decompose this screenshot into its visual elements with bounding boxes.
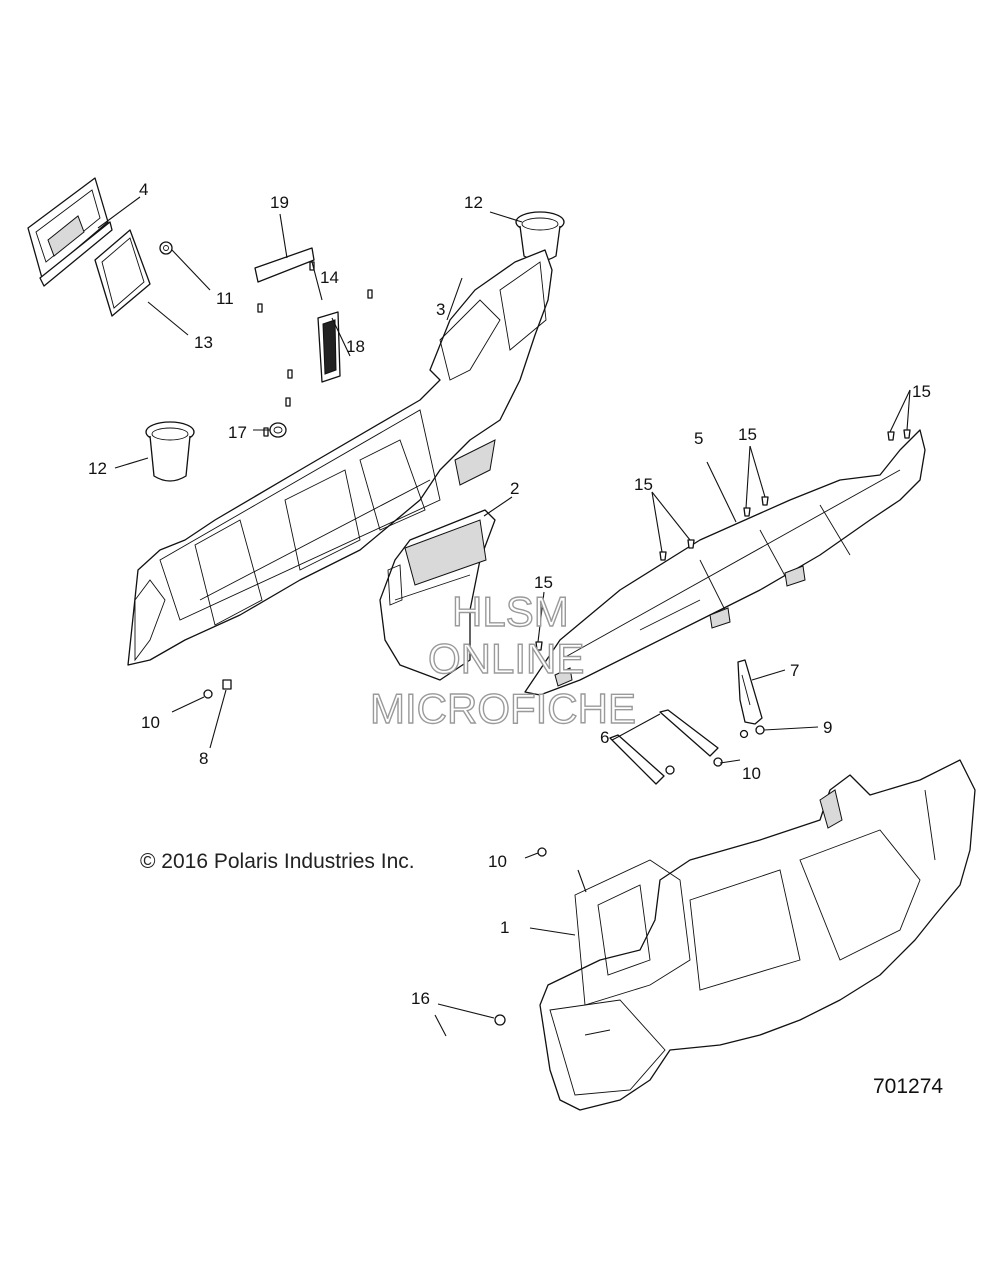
part-pins <box>257 261 373 437</box>
callout-7: 7 <box>790 661 799 680</box>
callout-12-top: 12 <box>464 193 483 212</box>
callout-3: 3 <box>436 300 445 319</box>
callout-10-right: 10 <box>742 764 761 783</box>
callout-5: 5 <box>694 429 703 448</box>
watermark: HLSM ONLINE MICROFICHE <box>369 587 636 732</box>
callout-10-left: 10 <box>141 713 160 732</box>
callout-labels: 4 19 12 11 13 14 3 18 12 17 15 15 15 5 2… <box>88 180 931 1008</box>
callout-19: 19 <box>270 193 289 212</box>
part-dash-cover <box>524 429 926 696</box>
copyright-text: © 2016 Polaris Industries Inc. <box>140 850 415 873</box>
watermark-line-2: ONLINE <box>428 635 584 682</box>
part-screws <box>203 679 765 1026</box>
part-struts <box>609 709 719 785</box>
part-grommet <box>269 422 287 438</box>
callout-10-bottom: 10 <box>488 852 507 871</box>
callout-15-left: 15 <box>534 573 553 592</box>
callout-15-mid-right: 15 <box>738 425 757 444</box>
callout-4: 4 <box>139 180 148 199</box>
part-storage-door <box>27 177 113 287</box>
part-seal <box>94 229 151 317</box>
callout-11: 11 <box>216 289 234 308</box>
callout-8: 8 <box>199 749 208 768</box>
part-main-dash <box>539 759 976 1111</box>
callout-1: 1 <box>500 918 509 937</box>
watermark-line-3: MICROFICHE <box>370 685 636 732</box>
part-upper-dash <box>127 249 553 666</box>
callout-2: 2 <box>510 479 519 498</box>
callout-13: 13 <box>194 333 213 352</box>
part-bracket <box>737 659 763 725</box>
callout-15-far-right: 15 <box>912 382 931 401</box>
callout-12-left: 12 <box>88 459 107 478</box>
watermark-line-1: HLSM <box>452 588 569 635</box>
leader-lines <box>97 196 911 1037</box>
part-clips <box>535 429 911 651</box>
callout-14: 14 <box>320 268 339 287</box>
callout-17: 17 <box>228 423 247 442</box>
part-glove-box <box>379 509 496 681</box>
callout-18: 18 <box>346 337 365 356</box>
callout-16: 16 <box>411 989 430 1008</box>
part-cup-holder-left <box>145 421 195 482</box>
part-vent <box>317 311 341 383</box>
part-decal <box>254 247 315 283</box>
callout-6: 6 <box>600 728 609 747</box>
callout-9: 9 <box>823 718 832 737</box>
drawing-number: 701274 <box>873 1075 943 1098</box>
part-nut <box>159 241 173 255</box>
callout-15-mid: 15 <box>634 475 653 494</box>
